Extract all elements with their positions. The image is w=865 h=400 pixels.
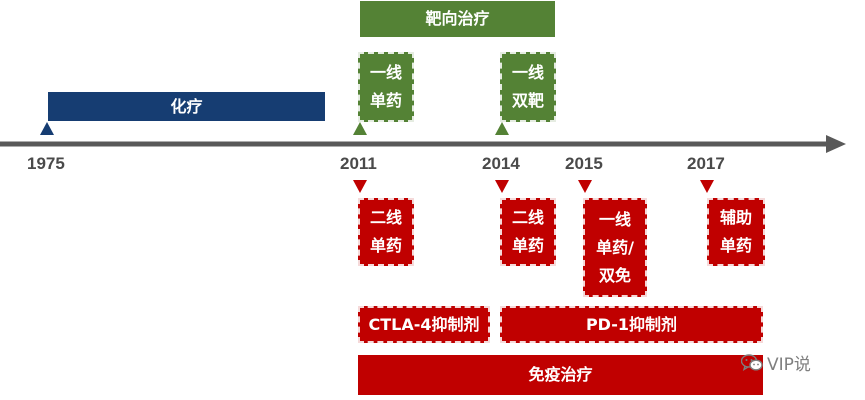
targeted-header-label: 靶向治疗 xyxy=(425,9,490,28)
year-2011: 2011 xyxy=(340,154,377,173)
immuno-2011-line1: 二线 xyxy=(369,208,402,227)
targeted-header: 靶向治疗 xyxy=(360,1,555,37)
targeted-2014-box: 一线 双靶 xyxy=(500,52,556,122)
immuno-2011-line2: 单药 xyxy=(369,236,402,255)
immuno-2015-line2: 单药/ xyxy=(596,237,634,257)
immuno-2014-line1: 二线 xyxy=(511,208,544,227)
marker-2014-down xyxy=(495,180,509,193)
ctla4-label: CTLA-4抑制剂 xyxy=(368,314,480,334)
immuno-2015-line3: 双免 xyxy=(598,265,631,285)
targeted-2014-line1: 一线 xyxy=(511,63,544,82)
year-2017: 2017 xyxy=(687,154,725,173)
immuno-2015-line1: 一线 xyxy=(598,209,631,229)
immuno-footer-bar: 免疫治疗 xyxy=(358,355,763,395)
marker-2015-down xyxy=(578,180,592,193)
targeted-2011-box: 一线 单药 xyxy=(358,52,414,122)
immuno-2015-box: 一线 单药/ 双免 xyxy=(583,198,647,297)
wechat-icon xyxy=(741,353,763,371)
year-2015: 2015 xyxy=(565,154,603,173)
pd1-label: PD-1抑制剂 xyxy=(585,314,678,334)
watermark: VIP说 xyxy=(741,350,811,375)
watermark-text: VIP说 xyxy=(767,355,811,375)
immuno-2014-line2: 单药 xyxy=(511,236,544,255)
targeted-2011-line1: 一线 xyxy=(369,63,402,82)
pd1-bar: PD-1抑制剂 xyxy=(500,306,763,343)
marker-2011-down xyxy=(353,180,367,193)
immuno-2017-line1: 辅助 xyxy=(719,208,752,227)
year-1975: 1975 xyxy=(27,154,65,173)
immuno-2017-line2: 单药 xyxy=(719,236,752,255)
immuno-2011-box: 二线 单药 xyxy=(358,198,414,266)
year-2014: 2014 xyxy=(482,154,520,173)
targeted-2014-line2: 双靶 xyxy=(511,91,544,110)
ctla4-bar: CTLA-4抑制剂 xyxy=(358,306,490,343)
marker-2014-up xyxy=(495,122,509,135)
immuno-footer-label: 免疫治疗 xyxy=(528,365,593,384)
targeted-2011-line2: 单药 xyxy=(369,91,402,110)
marker-1975-up xyxy=(40,122,54,135)
marker-2011-up xyxy=(353,122,367,135)
immuno-2014-box: 二线 单药 xyxy=(500,198,556,266)
marker-2017-down xyxy=(700,180,714,193)
chemo-bar: 化疗 xyxy=(48,92,325,121)
chemo-label: 化疗 xyxy=(170,96,203,116)
immuno-2017-box: 辅助 单药 xyxy=(707,198,765,266)
